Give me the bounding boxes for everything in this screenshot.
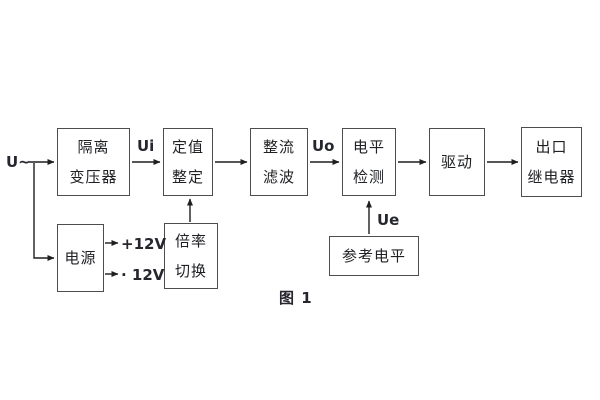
block-label-line: 出口: [535, 138, 568, 156]
block-label-line: 参考电平: [341, 247, 406, 265]
block-level-detection: 电平 检测: [342, 128, 396, 196]
rail-label-positive-12v: +12V: [121, 235, 167, 253]
block-label-line: 切换: [174, 262, 207, 280]
block-label-line: 滤波: [262, 168, 295, 186]
block-label-line: 倍率: [174, 232, 207, 250]
block-label-line: 检测: [352, 168, 385, 186]
block-power-supply: 电源: [57, 224, 104, 292]
signal-label-ue: Ue: [377, 211, 400, 229]
block-driver: 驱动: [429, 128, 485, 196]
wire-input-branch-to-power: [33, 163, 55, 261]
figure-caption: 图 1: [279, 289, 313, 307]
block-ratio-switching: 倍率 切换: [164, 223, 218, 289]
block-label-line: 定值: [171, 138, 204, 156]
block-label-line: 变压器: [69, 168, 118, 186]
block-reference-level: 参考电平: [329, 236, 419, 276]
block-label-line: 整流: [262, 138, 295, 156]
block-label-line: 继电器: [527, 168, 576, 186]
signal-label-uo: Uo: [312, 137, 335, 155]
block-label-line: 电平: [352, 138, 385, 156]
block-label-line: 电源: [64, 249, 97, 267]
block-value-setting: 定值 整定: [163, 128, 213, 196]
block-rectifier-filter: 整流 滤波: [250, 128, 308, 196]
block-output-relay: 出口 继电器: [521, 127, 582, 197]
block-isolation-transformer: 隔离 变压器: [57, 128, 130, 196]
block-label-line: 整定: [171, 168, 204, 186]
block-label-line: 隔离: [77, 138, 110, 156]
signal-label-ui: Ui: [137, 137, 155, 155]
signal-label-input: U~: [6, 153, 31, 171]
block-label-line: 驱动: [440, 153, 473, 171]
rail-label-negative-12v: · 12V: [121, 266, 165, 284]
